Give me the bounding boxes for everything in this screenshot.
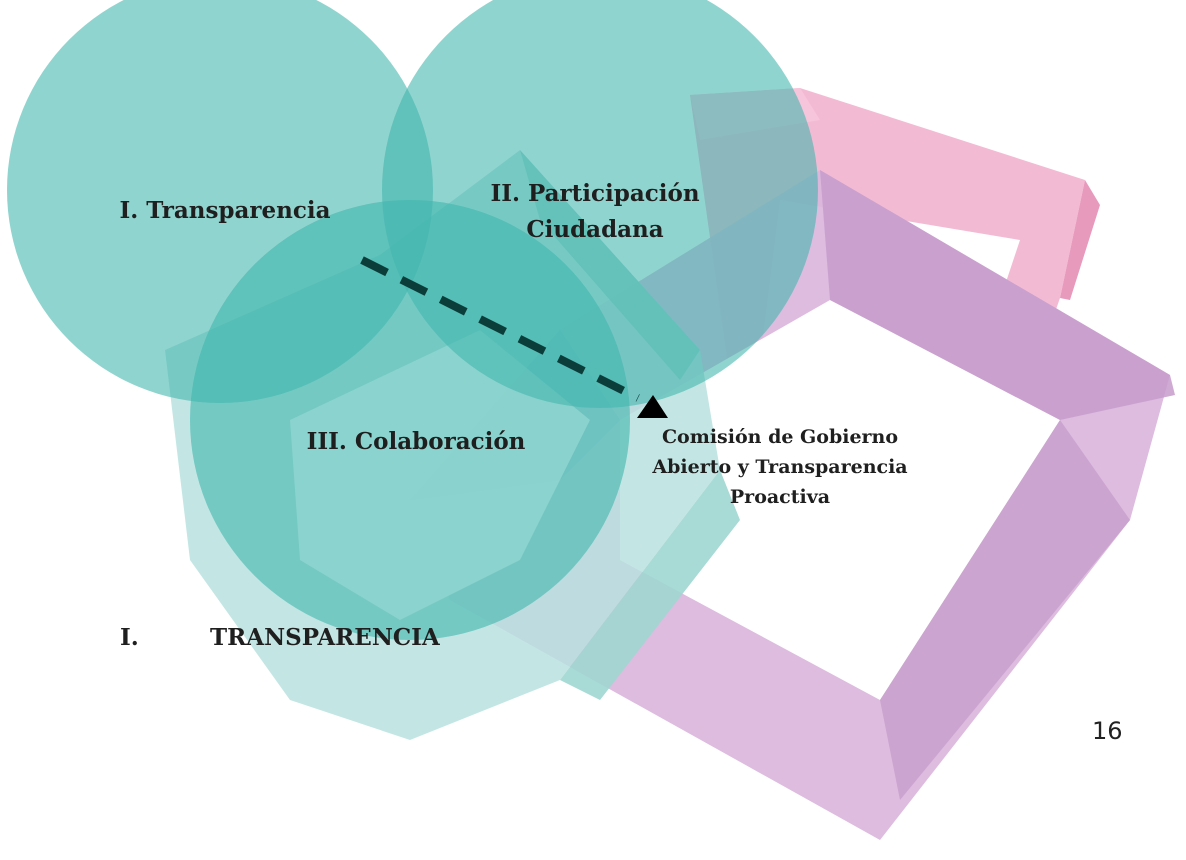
circles-group: [7, 0, 818, 640]
arrowhead-icon: [637, 395, 668, 418]
label-colaboracion: III. Colaboración: [306, 428, 526, 455]
circle-colaboracion: [190, 200, 630, 640]
section-title: TRANSPARENCIA: [210, 624, 440, 651]
dashed-arrow: [360, 256, 668, 418]
label-participacion: II. Participación Ciudadana: [490, 180, 700, 243]
section-number: I.: [120, 624, 139, 651]
arrow-target-label: Comisión de Gobierno Abierto y Transpare…: [652, 426, 908, 508]
label-transparencia: I. Transparencia: [119, 197, 331, 224]
page-number: 16: [1092, 717, 1123, 745]
